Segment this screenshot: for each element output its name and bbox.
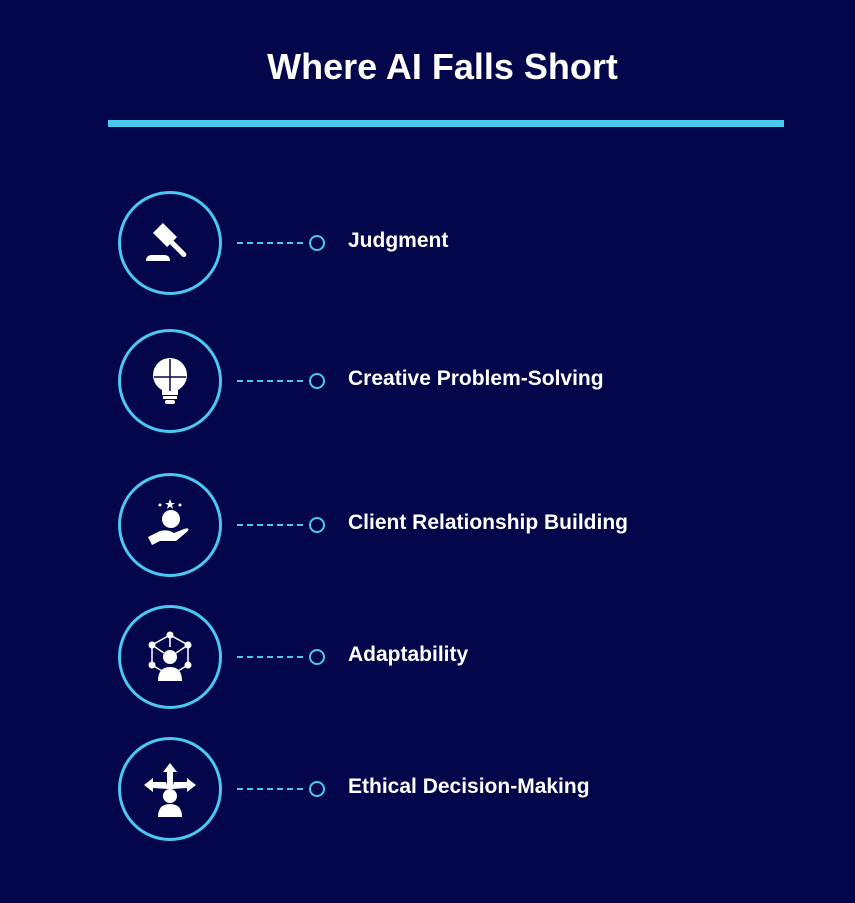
gavel-icon [146,222,187,261]
dashed-connector [237,524,303,526]
hand-holding-person-icon [148,499,189,545]
puzzle-lightbulb-icon [153,358,187,404]
item-label: Ethical Decision-Making [348,775,590,798]
person-arrows-icon [144,763,196,817]
dashed-connector [237,788,303,790]
list-item-client-relationship-building: Client Relationship Building [118,473,818,577]
list-item-adaptability: Adaptability [118,605,818,709]
icon-circle [118,473,222,577]
connector-dot [309,235,325,251]
item-label: Judgment [348,229,449,252]
dashed-connector [237,242,303,244]
connector-dot [309,373,325,389]
dashed-connector [237,656,303,658]
icon-circle [118,605,222,709]
connector-dot [309,649,325,665]
title-underline [108,120,784,127]
icon-circle [118,329,222,433]
icon-circle [118,737,222,841]
item-label: Client Relationship Building [348,511,628,534]
person-network-icon [148,631,192,681]
list-item-judgment: Judgment [118,191,818,295]
icon-circle [118,191,222,295]
list-item-creative-problem-solving: Creative Problem-Solving [118,329,818,433]
list-item-ethical-decision-making: Ethical Decision-Making [118,737,818,841]
dashed-connector [237,380,303,382]
connector-dot [309,781,325,797]
page-title: Where AI Falls Short [267,46,618,87]
item-label: Creative Problem-Solving [348,367,604,390]
item-label: Adaptability [348,643,469,666]
connector-dot [309,517,325,533]
